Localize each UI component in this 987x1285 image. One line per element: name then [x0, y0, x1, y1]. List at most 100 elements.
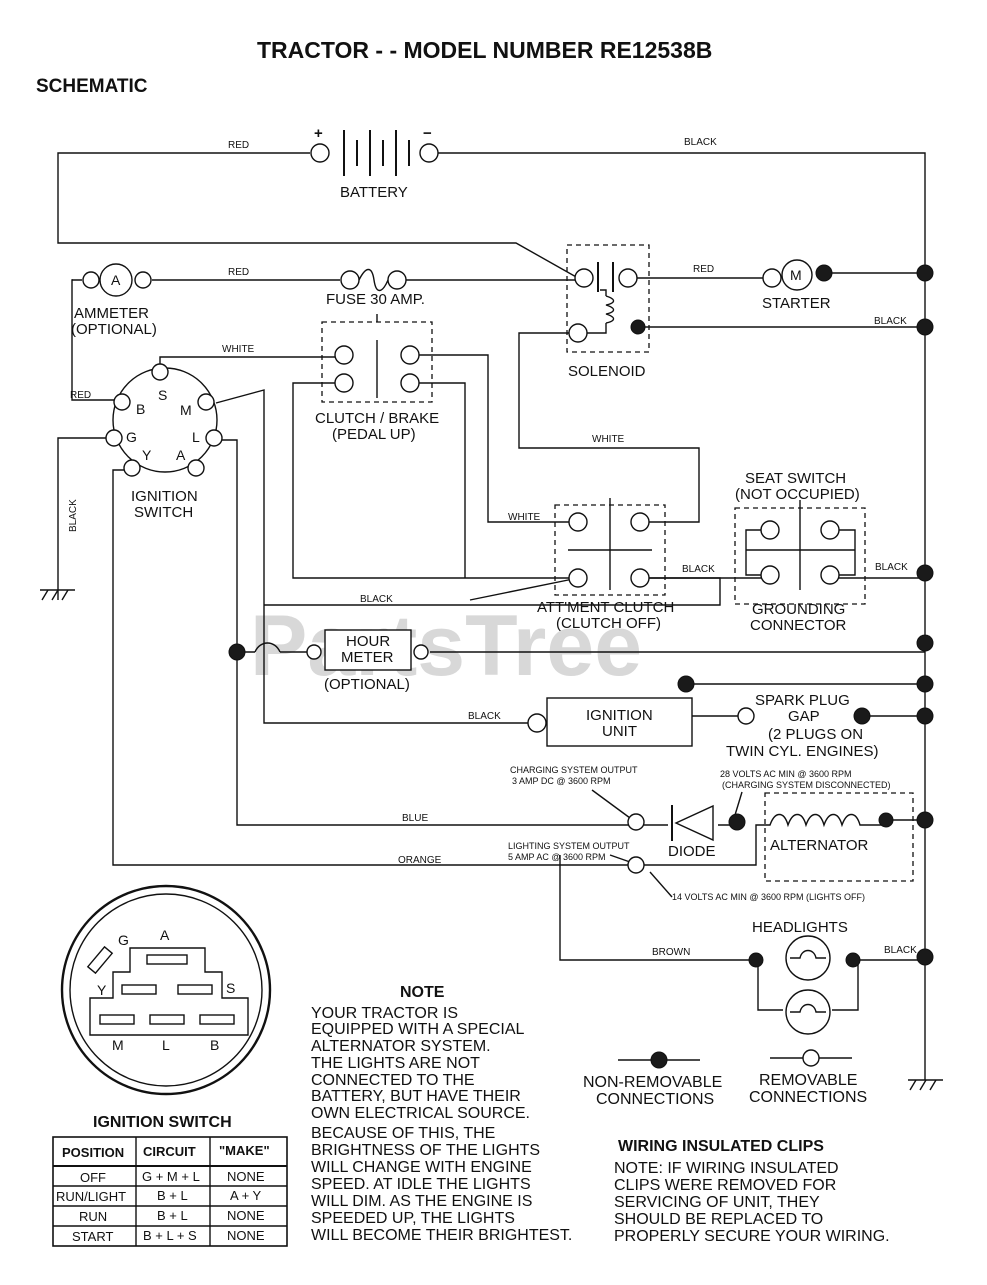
clips-line: SHOULD BE REPLACED TO [614, 1211, 823, 1228]
table-cell: NONE [227, 1228, 265, 1243]
table-cell: NONE [227, 1208, 265, 1223]
legend-removable-sub: CONNECTIONS [749, 1089, 867, 1106]
table-header-position: POSITION [62, 1145, 124, 1160]
wire-label-black-solenoid: BLACK [874, 316, 907, 327]
clutch-brake-switch: CLUTCH / BRAKE (PEDAL UP) [315, 314, 439, 443]
wire-label-white-clutch: WHITE [222, 344, 255, 355]
wire-label-white-att: WHITE [508, 512, 541, 523]
wire-label-blue: BLUE [402, 813, 428, 824]
wire-label-black-top: BLACK [684, 137, 717, 148]
spark-plug-note-2: TWIN CYL. ENGINES) [726, 743, 879, 760]
table-header-circuit: CIRCUIT [143, 1144, 196, 1159]
spark-plug-note-1: (2 PLUGS ON [768, 726, 863, 743]
lighting-output-value: 5 AMP AC @ 3600 RPM [508, 852, 606, 862]
clips-line: CLIPS WERE REMOVED FOR [614, 1177, 836, 1194]
table-header-make: "MAKE" [219, 1143, 270, 1158]
ignition-unit-label: IGNITION [586, 707, 653, 724]
clips-line: NOTE: IF WIRING INSULATED [614, 1160, 839, 1177]
note-line: CONNECTED TO THE [311, 1072, 475, 1089]
table-cell: B + L + S [143, 1228, 197, 1243]
table-cell: RUN [79, 1209, 107, 1224]
junction-dots [916, 264, 934, 966]
note-line: WILL BECOME THEIR BRIGHTEST. [311, 1227, 572, 1244]
ignition-unit: IGNITION UNIT SPARK PLUG GAP (2 PLUGS ON… [527, 675, 879, 760]
table-cell: B + L [157, 1208, 188, 1223]
switch-face-pin-l: L [162, 1037, 170, 1053]
wire-label-brown: BROWN [652, 947, 690, 958]
attachment-clutch-label: ATT'MENT CLUTCH [537, 599, 674, 616]
ammeter-symbol: A [111, 272, 121, 288]
switch-face-pin-b: B [210, 1037, 219, 1053]
wire-label-black-att: BLACK [682, 564, 715, 575]
seat-switch-sublabel: (NOT OCCUPIED) [735, 486, 860, 503]
ignition-switch: B S M G L Y A IGNITION SWITCH [105, 363, 223, 521]
page-title: TRACTOR - - MODEL NUMBER RE12538B [257, 37, 712, 63]
table-cell: START [72, 1229, 113, 1244]
ignition-pin-m: M [180, 402, 192, 418]
solenoid: SOLENOID [566, 244, 650, 380]
wire-label-red-fuse: RED [228, 267, 249, 278]
note-line: WILL DIM. AS THE ENGINE IS [311, 1193, 532, 1210]
alternator-label: ALTERNATOR [770, 837, 869, 854]
ignition-switch-sublabel: SWITCH [134, 504, 193, 521]
switch-face-pin-m: M [112, 1037, 124, 1053]
note-line: OWN ELECTRICAL SOURCE. [311, 1105, 530, 1122]
note-line: EQUIPPED WITH A SPECIAL [311, 1021, 524, 1038]
wires [40, 152, 943, 1091]
ignition-table: POSITION CIRCUIT "MAKE" OFF G + M + L NO… [52, 1136, 288, 1247]
seat-switch: SEAT SWITCH (NOT OCCUPIED) GROUNDING CON… [734, 470, 866, 634]
table-cell: B + L [157, 1188, 188, 1203]
solenoid-label: SOLENOID [568, 363, 646, 380]
ignition-pin-l: L [192, 429, 200, 445]
starter: M STARTER [762, 259, 833, 312]
grounding-connector-sublabel: CONNECTOR [750, 617, 847, 634]
seat-switch-label: SEAT SWITCH [745, 470, 846, 487]
wire-label-red-starter: RED [693, 264, 714, 275]
note-line: BRIGHTNESS OF THE LIGHTS [311, 1142, 540, 1159]
wire-label-black-ign: BLACK [468, 711, 501, 722]
charging-output-label: CHARGING SYSTEM OUTPUT [510, 765, 638, 775]
legend-non-removable: NON-REMOVABLE [583, 1074, 722, 1091]
grounding-connector-label: GROUNDING [752, 601, 845, 618]
charging-output-value: 3 AMP DC @ 3600 RPM [512, 776, 611, 786]
alternator-volts-label: 28 VOLTS AC MIN @ 3600 RPM [720, 769, 852, 779]
ammeter-label: AMMETER [74, 305, 149, 322]
ignition-pin-a: A [176, 447, 186, 463]
wire-label-white-mid: WHITE [592, 434, 625, 445]
spark-plug-gap-label: GAP [788, 708, 820, 725]
clips-line: PROPERLY SECURE YOUR WIRING. [614, 1228, 890, 1245]
legend-non-removable-sub: CONNECTIONS [596, 1091, 714, 1108]
table-cell: NONE [227, 1169, 265, 1184]
spark-plug-label: SPARK PLUG [755, 692, 850, 709]
starter-label: STARTER [762, 295, 831, 312]
alternator-volts-note: (CHARGING SYSTEM DISCONNECTED) [722, 780, 891, 790]
ignition-switch-face: G A Y S M L B IGNITION SWITCH [60, 884, 272, 1131]
note-line: BECAUSE OF THIS, THE [311, 1125, 495, 1142]
switch-face-pin-a: A [160, 927, 170, 943]
note-line: YOUR TRACTOR IS [311, 1005, 458, 1022]
switch-face-pin-y: Y [97, 982, 107, 998]
clutch-brake-label: CLUTCH / BRAKE [315, 410, 439, 427]
hour-meter-sublabel: METER [341, 649, 394, 666]
page-subtitle: SCHEMATIC [36, 76, 148, 97]
wire-label-black-mid: BLACK [360, 594, 393, 605]
wire-labels: RED BLACK RED RED BLACK WHITE RED BLACK … [68, 137, 917, 958]
note-line: THE LIGHTS ARE NOT [311, 1055, 480, 1072]
table-cell: G + M + L [142, 1169, 200, 1184]
ammeter-optional-label: (OPTIONAL) [71, 321, 157, 338]
note-line: ALTERNATOR SYSTEM. [311, 1038, 491, 1055]
ignition-switch-label: IGNITION [131, 488, 198, 505]
ammeter: A AMMETER (OPTIONAL) [71, 263, 157, 338]
charging-circuit: DIODE ALTERNATOR [627, 792, 914, 882]
fuse-label: FUSE 30 AMP. [326, 291, 425, 308]
note-title: NOTE [400, 984, 445, 1001]
note-line: SPEED. AT IDLE THE LIGHTS [311, 1176, 531, 1193]
attachment-clutch-sublabel: (CLUTCH OFF) [556, 615, 661, 632]
diode-label: DIODE [668, 843, 716, 860]
table-cell: A + Y [230, 1188, 262, 1203]
wire-label-red-top: RED [228, 140, 249, 151]
battery-label: BATTERY [340, 184, 408, 201]
wire-label-orange: ORANGE [398, 855, 442, 866]
ignition-pin-b: B [136, 401, 145, 417]
